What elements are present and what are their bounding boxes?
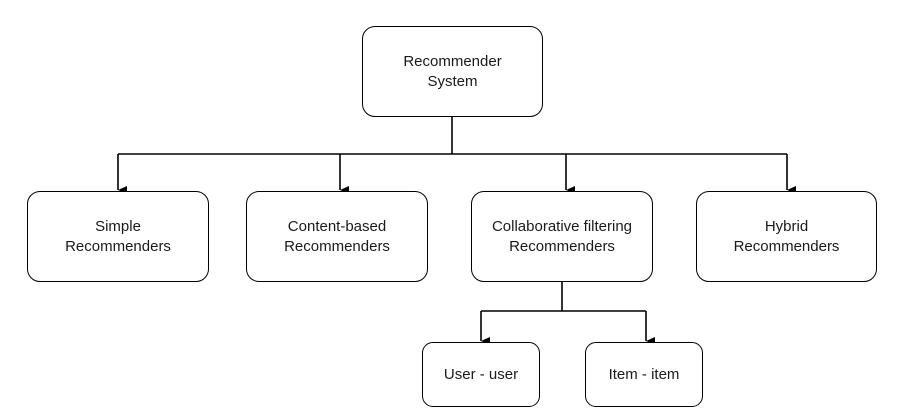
node-collaborative-filtering-recommenders: Collaborative filtering Recommenders: [471, 191, 653, 282]
node-label-line: Recommenders: [733, 237, 840, 255]
node-label-line: Recommenders: [509, 237, 615, 255]
node-label: Item - item: [608, 365, 680, 383]
node-label-line: Collaborative filtering: [491, 217, 633, 235]
node-user-user: User - user: [422, 342, 540, 407]
node-item-item: Item - item: [585, 342, 703, 407]
node-label-line: Recommender: [403, 52, 502, 70]
node-content-based-recommenders: Content-based Recommenders: [246, 191, 428, 282]
node-label-line: Hybrid: [764, 217, 809, 235]
node-simple-recommenders: Simple Recommenders: [27, 191, 209, 282]
node-label-line: Content-based: [287, 217, 387, 235]
node-label-line: System: [427, 72, 478, 90]
node-label-line: Simple: [95, 217, 141, 235]
node-label-line: Recommenders: [65, 237, 171, 255]
node-recommender-system: Recommender System: [362, 26, 543, 117]
node-label-line: Recommenders: [284, 237, 390, 255]
node-label: User - user: [443, 365, 519, 383]
node-hybrid-recommenders: Hybrid Recommenders: [696, 191, 877, 282]
